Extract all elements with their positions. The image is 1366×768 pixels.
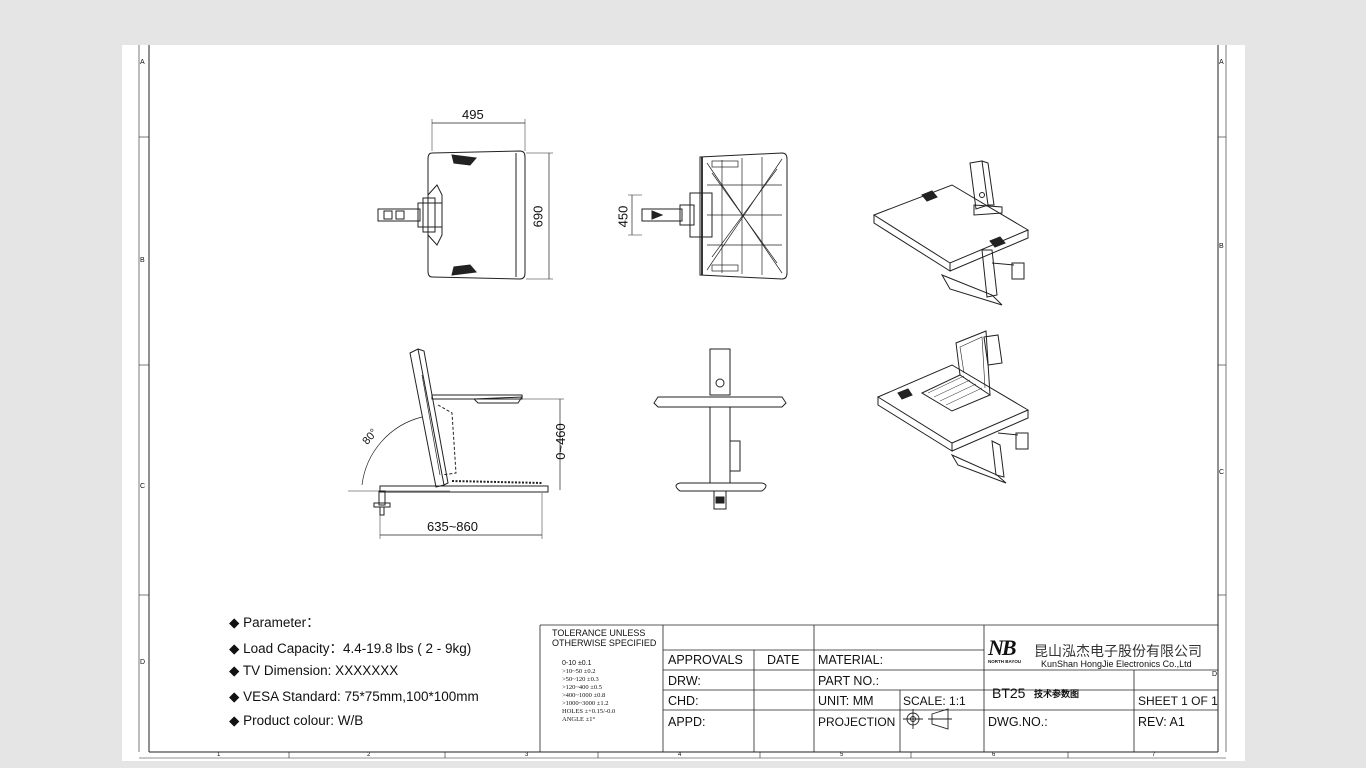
tolerance-header-1: TOLERANCE UNLESS [552,628,646,638]
projection-symbol [903,708,952,730]
tb-dwg-no: DWG.NO.: [988,715,1048,729]
frame-row-c-right: C [1219,469,1225,476]
drawing-sheet: 495 690 450 0~460 635~860 80° A B C D A … [122,45,1245,761]
param-title: ◆ Parameter： [229,615,320,630]
tolerance-row: >1000~3000 ±1.2 [562,700,609,707]
frame-row-a-right: A [1219,59,1224,66]
param-load-capacity: ◆ Load Capacity：4.4-19.8 lbs ( 2 - 9kg) [229,641,472,656]
param-product-colour: ◆ Product colour: W/B [229,713,364,728]
frame-col-4: 4 [678,752,682,758]
tolerance-row: >50~120 ±0.3 [562,676,599,683]
frame-row-c: C [140,483,146,490]
front-view [653,348,787,510]
top-view-1 [377,119,553,280]
tolerance-header-2: OTHERWISE SPECIFIED [552,638,657,648]
dim-height-range: 0~460 [552,423,568,460]
bottom-view [628,152,788,280]
bullet-icon: ◆ [229,663,240,678]
dim-depth-top: 690 [530,205,546,228]
dim-depth-bottom: 450 [615,205,631,228]
title-block-grid [539,624,1218,752]
frame-col-2: 2 [367,752,371,758]
technical-drawing [138,45,1227,759]
tb-sheet: SHEET 1 OF 1 [1138,694,1218,708]
tb-date: DATE [767,653,800,667]
bullet-icon: ◆ [229,689,240,704]
isometric-view-1 [872,160,1030,306]
tolerance-row: >400~1000 ±0.8 [562,692,606,699]
dim-width-top: 495 [462,107,484,122]
frame-row-b: B [140,257,145,264]
tb-approvals: APPROVALS [668,653,743,667]
tolerance-row: 0-10 ±0.1 [562,660,592,667]
tb-chd: CHD: [668,694,699,708]
tb-drw: DRW: [668,674,701,688]
bullet-icon: ◆ [229,615,240,630]
tb-rev: REV: A1 [1138,715,1185,729]
frame-col-5: 5 [840,752,844,758]
nb-logo-icon: NB [988,635,1017,660]
tolerance-row: >10~50 ±0.2 [562,668,596,675]
tb-appd: APPD: [668,715,706,729]
frame-col-6: 6 [992,752,996,758]
tolerance-row: HOLES ±+0.15/-0.0 [562,708,616,715]
frame-col-7: 7 [1152,752,1156,758]
isometric-view-2 [876,330,1030,484]
frame-row-b-right: B [1219,243,1224,250]
tb-part-no: PART NO.: [818,674,880,688]
tb-projection: PROJECTION [818,715,896,729]
frame-row-a: A [140,59,145,66]
param-tv-dimension: ◆ TV Dimension: XXXXXXX [229,663,399,678]
frame-col-3: 3 [525,752,529,758]
tb-unit: UNIT: MM [818,694,874,708]
tb-scale: SCALE: 1:1 [903,694,966,708]
tolerance-row: >120~400 ±0.5 [562,684,602,691]
company-name-en: KunShan HongJie Electronics Co.,Ltd [1041,659,1192,669]
bullet-icon: ◆ [229,641,240,656]
param-vesa-standard: ◆ VESA Standard: 75*75mm,100*100mm [229,689,479,704]
tb-material: MATERIAL: [818,653,884,667]
tb-model: BT25 [992,685,1026,701]
company-logo: NB NORTH BAYOU [988,635,1021,664]
frame-row-d-right: D [1212,671,1218,678]
logo-sub: NORTH BAYOU [988,659,1022,664]
frame-row-d: D [140,659,146,666]
tb-doc-type: 技术参数图 [1034,689,1080,699]
bullet-icon: ◆ [229,713,240,728]
tolerance-row: ANGLE ±1° [562,716,596,723]
company-name-cn: 昆山泓杰电子股份有限公司 [1034,645,1202,660]
frame-col-1: 1 [217,752,221,758]
side-view [348,348,564,539]
dim-reach-range: 635~860 [427,519,478,534]
